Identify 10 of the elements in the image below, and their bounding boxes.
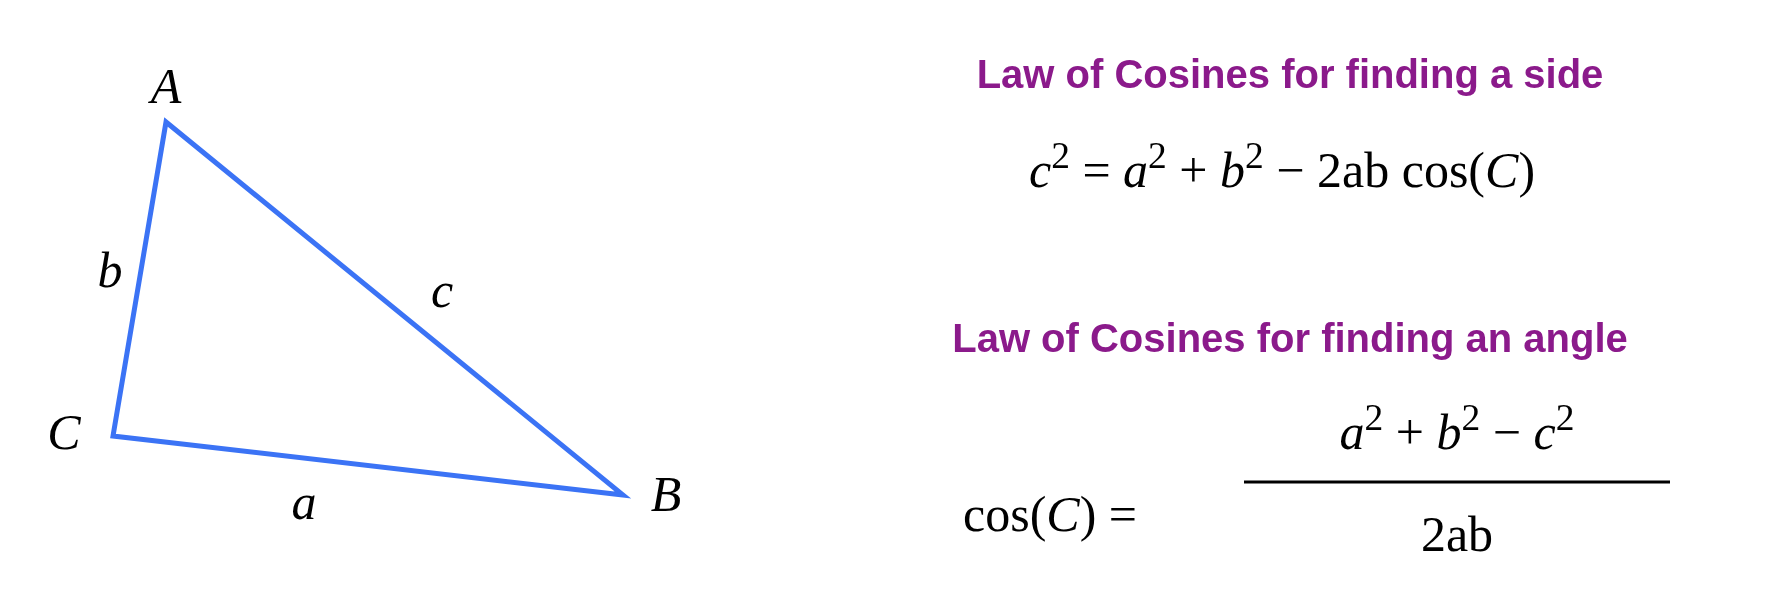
vertex-label: C (47, 407, 81, 457)
vertex-label: A (150, 61, 182, 111)
side-label: b (97, 245, 123, 295)
vertex-label: B (650, 469, 682, 519)
heading: Law of Cosines for finding a side (976, 54, 1604, 94)
side-label: c (430, 265, 454, 315)
heading: Law of Cosines for finding an angle (952, 318, 1628, 358)
numerator: a$^{2}$ + b$^{2}$ − c$^{2}$ (1339, 407, 1575, 457)
denominator: 2ab (1420, 509, 1494, 559)
side-label: a (291, 477, 317, 527)
